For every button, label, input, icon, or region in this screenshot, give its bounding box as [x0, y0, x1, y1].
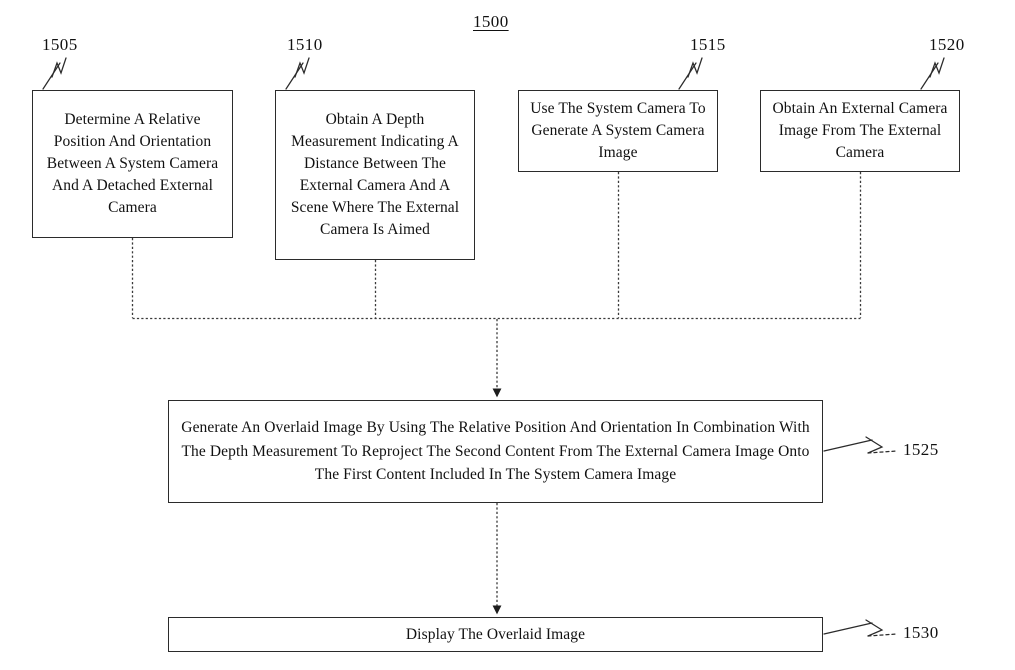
leader-line-1520 [920, 57, 945, 90]
ref-numeral-1505: 1505 [42, 35, 78, 54]
ref-numeral-1520: 1520 [929, 35, 965, 54]
ref-numeral-1530: 1530 [903, 623, 939, 642]
process-box-1520-text: Obtain An External Camera Image From The… [772, 100, 948, 161]
ref-numeral-1525: 1525 [903, 440, 939, 459]
process-box-1515: Use The System Camera To Generate A Syst… [518, 90, 718, 172]
process-box-1525-text: Generate An Overlaid Image By Using The … [181, 419, 810, 484]
ref-numeral-1510: 1510 [287, 35, 323, 54]
process-box-1505: Determine A Relative Position And Orient… [32, 90, 233, 238]
leader-line-1525 [823, 436, 898, 454]
process-box-1515-text: Use The System Camera To Generate A Syst… [530, 100, 706, 161]
process-box-1520: Obtain An External Camera Image From The… [760, 90, 960, 172]
ref-numeral-1515: 1515 [690, 35, 726, 54]
leader-line-1515 [678, 57, 703, 90]
process-box-1530-text: Display The Overlaid Image [405, 625, 586, 643]
leader-line-1530 [823, 619, 898, 637]
process-box-1510: Obtain A Depth Measurement Indicating A … [275, 90, 475, 260]
figure-number-label: 1500 [473, 12, 509, 31]
process-box-1505-text: Determine A Relative Position And Orient… [46, 111, 219, 216]
process-box-1525: Generate An Overlaid Image By Using The … [168, 400, 823, 503]
process-box-1530: Display The Overlaid Image [168, 617, 823, 652]
process-box-1510-text: Obtain A Depth Measurement Indicating A … [290, 111, 460, 238]
leader-line-1505 [42, 57, 67, 90]
leader-line-1510 [285, 57, 310, 90]
